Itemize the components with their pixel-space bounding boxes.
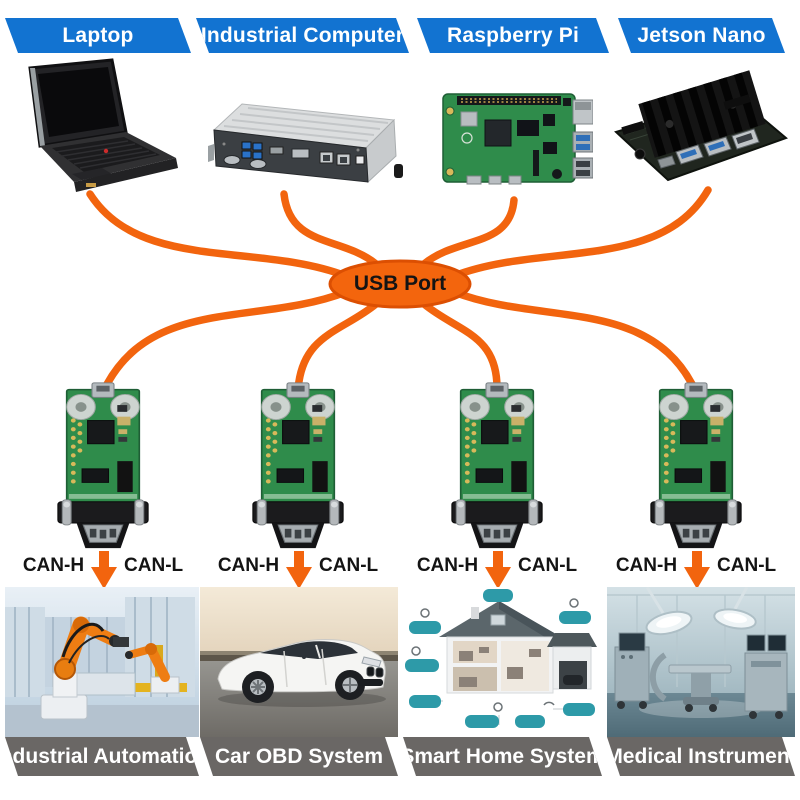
laptop-image bbox=[28, 58, 178, 192]
can-adapter-board-3 bbox=[442, 378, 552, 552]
can-l-label: CAN-L bbox=[518, 555, 578, 576]
app-label-smart-home: Smart Home System bbox=[403, 737, 602, 776]
host-label-raspberry-pi: Raspberry Pi bbox=[417, 18, 609, 53]
app-image-medical bbox=[607, 587, 795, 737]
host-label-raspberry-pi-text: Raspberry Pi bbox=[447, 23, 579, 47]
cable-to-laptop bbox=[86, 190, 350, 280]
cable-to-raspberry-pi bbox=[420, 196, 518, 268]
cable-to-adapter-2 bbox=[294, 300, 380, 394]
cable-to-industrial-computer bbox=[280, 190, 380, 268]
can-l-label: CAN-L bbox=[717, 555, 777, 576]
can-pin-row-1: CAN-H CAN-L bbox=[8, 551, 198, 591]
host-label-laptop-text: Laptop bbox=[62, 23, 134, 47]
can-h-label: CAN-H bbox=[217, 555, 280, 576]
app-label-medical-text: Medical Instrument bbox=[605, 744, 797, 768]
can-pin-row-3: CAN-H CAN-L bbox=[402, 551, 592, 591]
host-label-laptop: Laptop bbox=[5, 18, 191, 53]
app-image-industrial-automation bbox=[5, 587, 199, 737]
host-label-jetson-nano: Jetson Nano bbox=[618, 18, 785, 53]
can-adapter-board-1 bbox=[48, 378, 158, 552]
down-arrow-icon bbox=[91, 551, 117, 589]
industrial-computer-image bbox=[208, 103, 403, 184]
can-h-label: CAN-H bbox=[416, 555, 479, 576]
can-l-label: CAN-L bbox=[319, 555, 379, 576]
app-label-car-obd: Car OBD System bbox=[200, 737, 398, 776]
app-image-car-obd bbox=[200, 587, 398, 737]
can-h-label: CAN-H bbox=[22, 555, 85, 576]
can-h-label: CAN-H bbox=[615, 555, 678, 576]
can-l-label: CAN-L bbox=[124, 555, 184, 576]
raspberry-pi-image bbox=[442, 93, 593, 185]
jetson-nano-image bbox=[614, 70, 788, 182]
app-label-medical: Medical Instrument bbox=[607, 737, 795, 776]
down-arrow-icon bbox=[286, 551, 312, 589]
cable-to-jetson-nano bbox=[450, 186, 712, 280]
host-label-industrial-computer: Industrial Computer bbox=[196, 18, 409, 53]
usb-port-hub-label-text: USB Port bbox=[353, 272, 447, 295]
down-arrow-icon bbox=[684, 551, 710, 589]
usb-port-hub-label: USB Port bbox=[330, 266, 470, 302]
host-label-jetson-nano-text: Jetson Nano bbox=[637, 23, 766, 47]
can-pin-row-4: CAN-H CAN-L bbox=[601, 551, 791, 591]
can-adapter-board-2 bbox=[243, 378, 353, 552]
cable-to-adapter-4 bbox=[450, 288, 699, 394]
app-label-industrial-automation-text: Industrial Automation bbox=[0, 744, 211, 768]
host-label-industrial-computer-text: Industrial Computer bbox=[200, 23, 405, 47]
usb-port-hub-node bbox=[328, 259, 472, 309]
cable-to-adapter-3 bbox=[420, 300, 501, 394]
can-pin-row-2: CAN-H CAN-L bbox=[203, 551, 393, 591]
app-label-car-obd-text: Car OBD System bbox=[214, 744, 384, 768]
cable-to-adapter-1 bbox=[100, 288, 350, 394]
can-adapter-board-4 bbox=[641, 378, 751, 552]
app-image-smart-home bbox=[403, 587, 601, 737]
down-arrow-icon bbox=[485, 551, 511, 589]
app-label-smart-home-text: Smart Home System bbox=[400, 744, 605, 768]
app-label-industrial-automation: Industrial Automation bbox=[5, 737, 199, 776]
